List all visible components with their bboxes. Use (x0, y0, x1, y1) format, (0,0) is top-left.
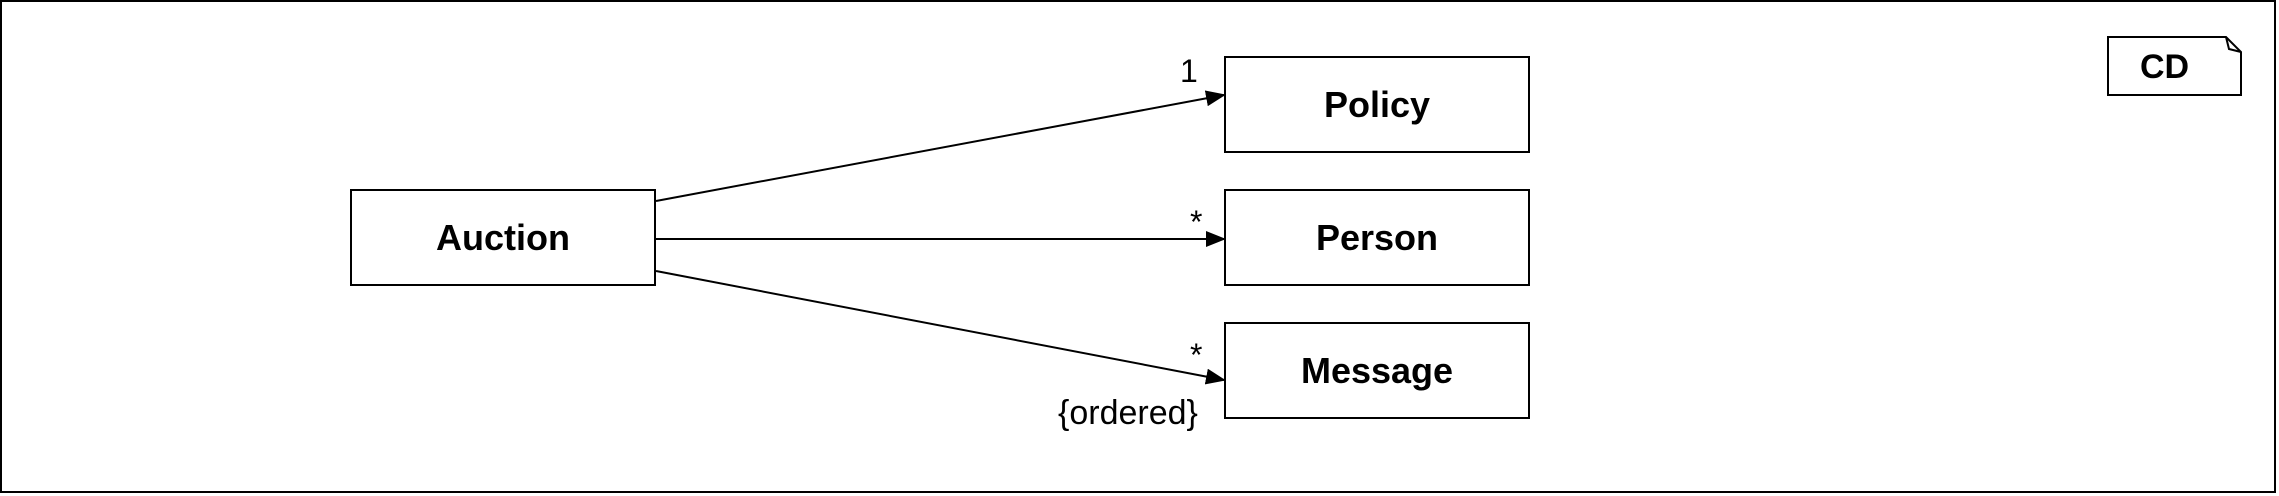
multiplicity-policy: 1 (1180, 53, 1198, 89)
class-auction: Auction (350, 189, 656, 286)
diagram-tag-label: CD (2140, 48, 2190, 86)
class-person: Person (1224, 189, 1530, 286)
constraint-ordered: {ordered} (1058, 394, 1198, 432)
association-auction-message (655, 270, 1226, 385)
association-auction-policy (655, 90, 1226, 202)
multiplicity-person: * (1190, 204, 1203, 240)
class-message: Message (1224, 322, 1530, 419)
multiplicity-message: * (1190, 337, 1203, 373)
class-policy: Policy (1224, 56, 1530, 153)
diagram-tag-note (2107, 36, 2242, 96)
